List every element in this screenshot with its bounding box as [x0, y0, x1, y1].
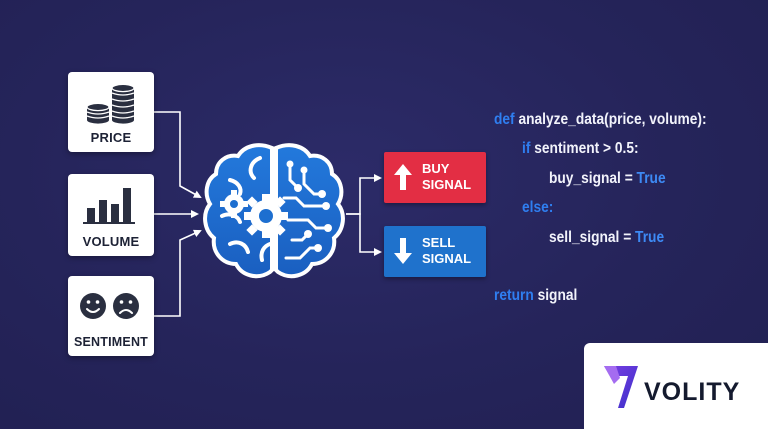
code-line-return: return signal	[494, 287, 577, 305]
code-text-if: sentiment > 0.5:	[530, 140, 639, 157]
arrow-price-to-brain	[154, 111, 202, 198]
code-text-return: signal	[533, 287, 578, 304]
arrow-sentiment-to-brain	[154, 229, 202, 317]
sell-signal-line2: SIGNAL	[422, 251, 472, 266]
sell-signal-box: SELL SIGNAL	[384, 226, 486, 277]
code-line-if: if sentiment > 0.5:	[522, 140, 639, 158]
code-keyword-def: def	[494, 111, 515, 128]
arrow-down-icon	[394, 238, 412, 264]
code-line-else: else:	[522, 199, 553, 217]
code-literal-sell: True	[635, 229, 665, 246]
buy-signal-line1: BUY	[422, 161, 450, 176]
brand-badge: VOLITY	[584, 343, 768, 429]
volume-input-card: VOLUME	[68, 174, 154, 256]
price-input-card: PRICE	[68, 72, 154, 152]
volity-logo-icon	[604, 366, 638, 408]
buy-signal-label: BUY SIGNAL	[422, 161, 471, 193]
code-line-buy: buy_signal = True	[549, 170, 666, 188]
code-text-buy: buy_signal =	[549, 170, 637, 187]
code-literal-buy: True	[636, 170, 666, 187]
arrow-brain-to-buy	[346, 174, 382, 215]
sentiment-label: SENTIMENT	[73, 335, 149, 349]
sell-signal-line1: SELL	[422, 235, 456, 250]
happy-sad-faces-icon	[80, 293, 139, 319]
sentiment-input-card: SENTIMENT	[68, 276, 154, 356]
code-line-def: def analyze_data(price, volume):	[494, 111, 707, 129]
code-text-sell: sell_signal =	[549, 229, 636, 246]
code-text-def: analyze_data(price, volume):	[514, 111, 707, 128]
arrow-up-icon	[394, 164, 412, 190]
coins-icon	[86, 83, 135, 124]
brand-name: VOLITY	[644, 378, 741, 406]
brain-gears-icon	[203, 143, 345, 279]
bar-chart-icon	[83, 188, 135, 224]
code-keyword-if: if	[522, 140, 531, 157]
buy-signal-box: BUY SIGNAL	[384, 152, 486, 203]
code-keyword-return: return	[494, 287, 534, 304]
arrow-brain-to-sell	[346, 213, 382, 256]
code-keyword-else: else:	[522, 199, 554, 216]
buy-signal-line2: SIGNAL	[422, 177, 472, 192]
volume-label: VOLUME	[82, 234, 140, 249]
price-label: PRICE	[90, 130, 132, 145]
sell-signal-label: SELL SIGNAL	[422, 235, 471, 267]
code-line-sell: sell_signal = True	[549, 229, 664, 247]
